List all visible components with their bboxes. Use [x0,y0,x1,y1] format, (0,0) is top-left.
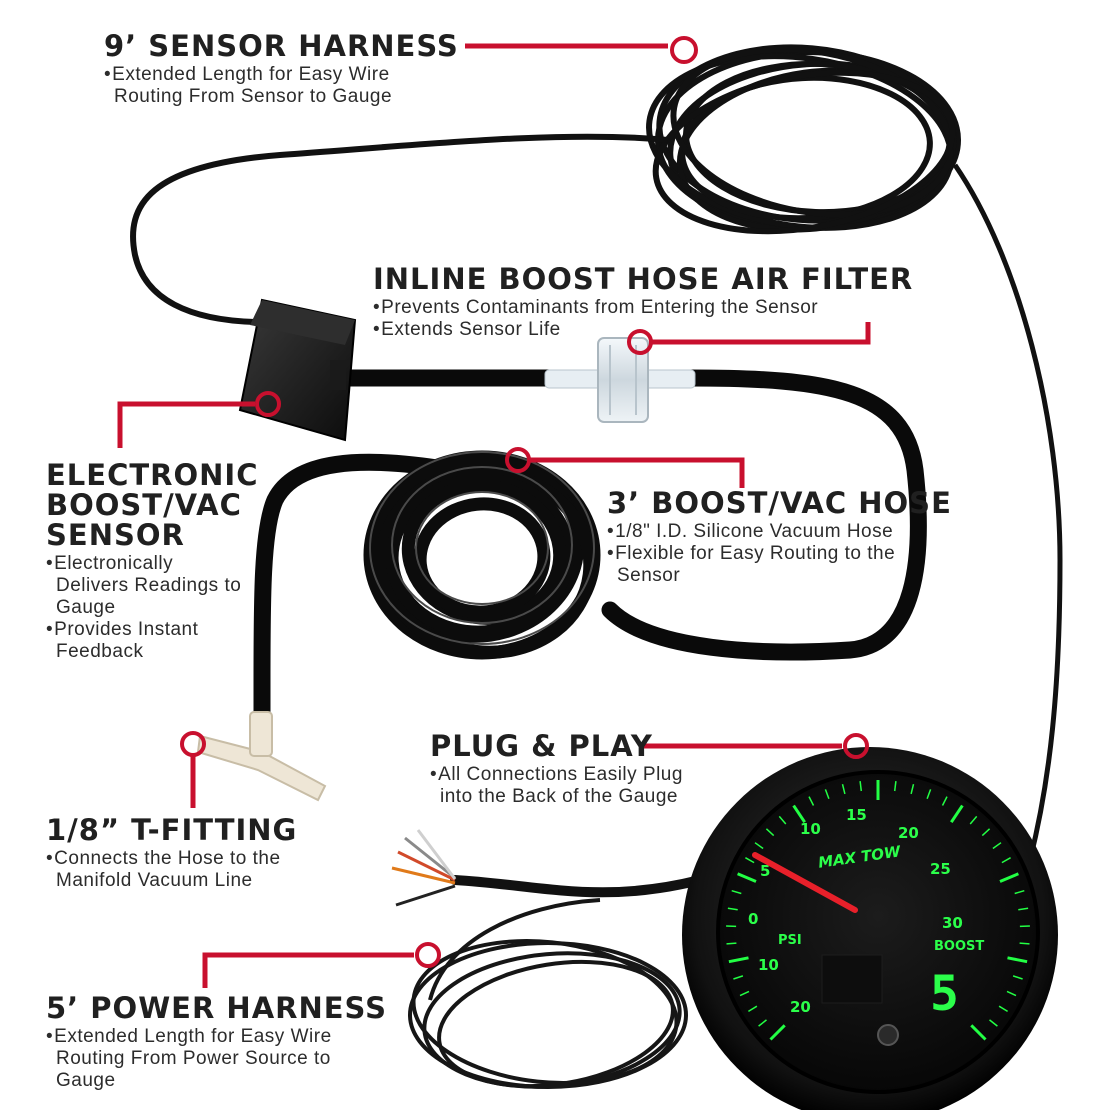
callout-plug-play: PLUG & PLAY All Connections Easily Plug … [430,731,720,808]
gauge-minor-tick [910,784,915,795]
sensor-harness-wire [130,133,669,325]
callout-title: 5’ POWER HARNESS [46,991,388,1025]
callout-title: ELECTRONIC BOOST/VAC SENSOR [46,460,259,550]
callout-title: 1/8” T-FITTING [46,813,298,847]
gauge-button[interactable] [877,1024,899,1046]
sensor-harness-coil [646,44,961,235]
gauge-mode-label: BOOST [934,939,984,954]
gauge-minor-tick [941,796,948,806]
gauge-major-tick [970,1024,987,1041]
gauge-minor-tick [1012,975,1023,980]
gauge-major-tick [769,1024,786,1041]
gauge-vac-label-10: 10 [758,956,779,974]
power-harness-wire [450,875,705,898]
gauge-minor-tick [926,789,932,800]
power-harness-wire-lower [428,898,601,1001]
gauge-tick-label-5: 5 [760,862,770,880]
boost-vac-hose-coil [363,450,601,660]
callout-bullet: 1/8" I.D. Silicone Vacuum Hose [607,521,907,543]
gauge-harness-wire [952,163,1063,861]
gauge-needle [752,852,858,913]
callout-bullet: Extended Length for Easy Wire Routing Fr… [46,1026,386,1092]
gauge-minor-tick [748,1005,758,1013]
gauge-tick-label-30: 30 [942,914,963,932]
gauge-minor-tick [1006,990,1017,997]
callout-power-harness: 5’ POWER HARNESS Extended Length for Eas… [46,993,387,1092]
gauge-minor-tick [859,781,863,792]
gauge-minor-tick [969,815,978,825]
gauge-minor-tick [745,857,755,864]
gauge-minor-tick [778,815,787,825]
callout-t-fitting: 1/8” T-FITTING Connects the Hose to the … [46,815,336,892]
gauge-minor-tick [739,990,750,997]
gauge-vac-label-0: 0 [748,910,758,928]
callout-bullet: Extends Sensor Life [373,319,893,341]
gauge-minor-tick [981,828,991,837]
inline-air-filter [544,337,696,423]
gauge-major-tick [1007,956,1028,964]
gauge-minor-tick [824,789,830,800]
gauge-major-tick [950,804,964,824]
gauge-minor-tick [989,1019,998,1027]
gauge-minor-tick [731,889,742,895]
gauge-tick-label-15: 15 [846,806,867,824]
gauge-minor-tick [1018,907,1029,911]
gauge-major-tick [737,872,757,883]
gauge-minor-tick [733,975,744,980]
callout-bullet: All Connections Easily Plug into the Bac… [430,764,720,808]
callout-bullet: Provides Instant Feedback [46,619,251,663]
callout-bullet: Extended Length for Easy Wire Routing Fr… [104,64,444,108]
callout-air-filter: INLINE BOOST HOSE AIR FILTER Prevents Co… [373,264,913,341]
callout-bullet: Prevents Contaminants from Entering the … [373,297,893,319]
gauge-minor-tick [1014,889,1025,895]
gauge-minor-tick [893,781,897,792]
callout-sensor-harness: 9’ SENSOR HARNESS Extended Length for Ea… [104,31,459,108]
callout-title-line: BOOST/VAC [46,488,242,522]
gauge-major-tick [999,872,1019,883]
gauge-minor-tick [841,784,846,795]
gauge-vac-label-20: 20 [790,998,811,1016]
callout-title-line: ELECTRONIC [46,458,259,492]
gauge-unit-label: PSI [778,933,802,948]
electronic-sensor [238,298,357,442]
power-wire-ends [391,829,457,907]
gauge-tick-label-20: 20 [898,824,919,842]
callout-title: PLUG & PLAY [430,729,653,763]
callout-sensor: ELECTRONIC BOOST/VAC SENSOR Electronical… [46,460,259,663]
callout-bullet: Flexible for Easy Routing to the Sensor [607,543,907,587]
gauge-minor-tick [808,796,815,806]
callout-title-line: SENSOR [46,518,185,552]
power-harness-coil [408,939,688,1089]
callout-bullet: Connects the Hose to the Manifold Vacuum… [46,848,336,892]
callout-title: 9’ SENSOR HARNESS [104,29,459,63]
boost-vac-hose [253,369,927,729]
gauge-major-tick [792,804,806,824]
gauge-tick-label-10: 10 [800,820,821,838]
boost-gauge: 5 10 15 20 25 30 0 10 20 PSI BOOST 5 MAX… [682,747,1058,1110]
gauge-display-window [821,954,883,1004]
gauge-minor-tick [726,942,737,945]
callout-leaders [117,36,871,988]
callout-title: INLINE BOOST HOSE AIR FILTER [373,262,914,296]
gauge-tick-marks [726,780,1030,1041]
callout-bullet: Electronically Delivers Readings to Gaug… [46,553,251,619]
callout-title: 3’ BOOST/VAC HOSE [607,486,952,520]
gauge-minor-tick [754,842,764,850]
hose-coil-highlights [369,451,595,645]
t-fitting [196,711,327,802]
gauge-minor-tick [998,1005,1008,1013]
gauge-minor-tick [992,842,1002,850]
gauge-minor-tick [1001,857,1011,864]
gauge-minor-tick [1019,942,1030,945]
gauge-digital-readout: 5 [930,966,959,1022]
gauge-major-tick [728,956,749,964]
gauge-minor-tick [765,828,775,837]
gauge-tick-label-25: 25 [930,860,951,878]
gauge-minor-tick [727,907,738,911]
callout-hose: 3’ BOOST/VAC HOSE 1/8" I.D. Silicone Vac… [607,488,952,587]
gauge-minor-tick [758,1019,767,1027]
